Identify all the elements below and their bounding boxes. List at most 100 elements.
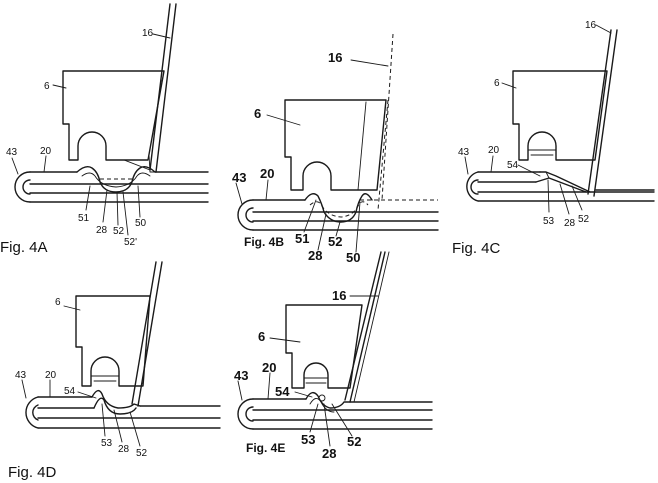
roll-43-outer [14, 171, 31, 203]
block-6 [285, 304, 363, 389]
leader-6 [52, 84, 67, 89]
caption-fig-4d: Fig. 4D [8, 464, 57, 481]
label-16: 16 [328, 50, 342, 65]
leader-52 [335, 221, 341, 237]
leader-43 [11, 157, 19, 175]
panel-16-inner [349, 251, 386, 403]
label-16: 16 [585, 20, 597, 31]
leader-53 [101, 403, 106, 437]
leader-52 [116, 191, 119, 226]
leader-16 [152, 33, 171, 39]
block-6 [62, 70, 165, 161]
roll-43-outer [25, 396, 39, 429]
label-52: 52 [113, 226, 125, 237]
label-52: 52 [328, 234, 342, 249]
block-6-inner-edge [357, 101, 367, 191]
clip-pin [318, 394, 326, 402]
label-20: 20 [40, 146, 52, 157]
roll-43-inner [245, 207, 254, 223]
roll-43-outer [237, 199, 254, 231]
leader-54 [294, 391, 313, 398]
panel-16-dashed-inner [377, 99, 389, 211]
label-54: 54 [64, 386, 76, 397]
label-50: 50 [135, 218, 147, 229]
label-43: 43 [15, 370, 27, 381]
label-28: 28 [96, 225, 108, 236]
label-6: 6 [44, 81, 50, 92]
label-43: 43 [234, 368, 248, 383]
label-52: 52 [136, 448, 148, 459]
figure-4d: 6 43 20 54 53 28 52 Fig. 4D [8, 261, 221, 481]
clip-profile-outer [304, 193, 373, 223]
roll-43-outer [237, 398, 254, 430]
leader-6 [501, 82, 517, 89]
leader-20 [43, 155, 47, 173]
roll-43-inner [470, 179, 479, 195]
leader-28 [323, 403, 331, 447]
label-43: 43 [232, 170, 246, 185]
caption-fig-4a: Fig. 4A [0, 239, 48, 256]
leader-50 [137, 185, 141, 218]
block-6-hatch [527, 149, 557, 156]
leader-52 [571, 185, 583, 211]
label-28: 28 [322, 446, 336, 461]
figure-4a: 16 6 43 20 51 28 52 50 52' Fig. 4A [0, 3, 209, 256]
label-16: 16 [332, 288, 346, 303]
figure-4e: 16 6 43 20 54 53 28 52 Fig. 4E [234, 251, 433, 461]
leader-28 [113, 409, 123, 443]
label-54: 54 [275, 384, 290, 399]
label-51: 51 [78, 213, 90, 224]
clip-profile-inner [81, 172, 151, 188]
leader-51 [85, 185, 91, 211]
panel-16-outer [344, 251, 382, 401]
block-6-hatch [90, 375, 120, 382]
label-6: 6 [258, 329, 265, 344]
leader-28 [102, 189, 108, 223]
leader-43 [235, 182, 243, 205]
label-54: 54 [507, 160, 519, 171]
leader-53 [547, 179, 550, 213]
roll-43-inner [22, 179, 31, 195]
label-43: 43 [6, 147, 18, 158]
leader-43 [464, 156, 469, 175]
leader-28 [317, 213, 327, 251]
label-52: 52 [578, 214, 590, 225]
block-6-step [123, 159, 151, 171]
label-20: 20 [45, 370, 57, 381]
roll-43-inner [32, 404, 39, 421]
panel-16-inner [593, 29, 618, 197]
leader-6 [269, 337, 301, 343]
leader-52 [129, 411, 141, 447]
leader-43 [237, 380, 243, 401]
roll-43-inner [245, 406, 254, 422]
leader-53 [309, 403, 319, 433]
panel-inner [137, 261, 163, 407]
panel-16-third [353, 251, 390, 403]
leader-52p [122, 191, 129, 236]
caption-fig-4e: Fig. 4E [246, 441, 285, 455]
label-20: 20 [262, 360, 276, 375]
leader-20 [267, 372, 271, 400]
leader-16 [350, 59, 389, 67]
label-6: 6 [254, 106, 261, 121]
clip-profile-inner [309, 201, 369, 218]
leader-43 [21, 379, 27, 399]
panel-outer [131, 261, 157, 405]
caption-fig-4c: Fig. 4C [452, 240, 501, 257]
roll-43-outer [466, 171, 479, 202]
label-52: 52 [347, 434, 361, 449]
label-53: 53 [543, 216, 555, 227]
label-53: 53 [301, 432, 315, 447]
leader-51 [303, 199, 317, 233]
leader-50 [355, 201, 361, 253]
leader-20 [265, 179, 269, 201]
leader-28 [559, 183, 570, 215]
clip-profile-outer [91, 389, 141, 409]
figure-4c: 16 6 43 20 54 53 28 52 Fig. 4C [452, 20, 655, 257]
label-51: 51 [295, 231, 309, 246]
block-6 [75, 295, 151, 387]
block-6 [512, 70, 608, 161]
panel-16-outer [149, 3, 171, 171]
